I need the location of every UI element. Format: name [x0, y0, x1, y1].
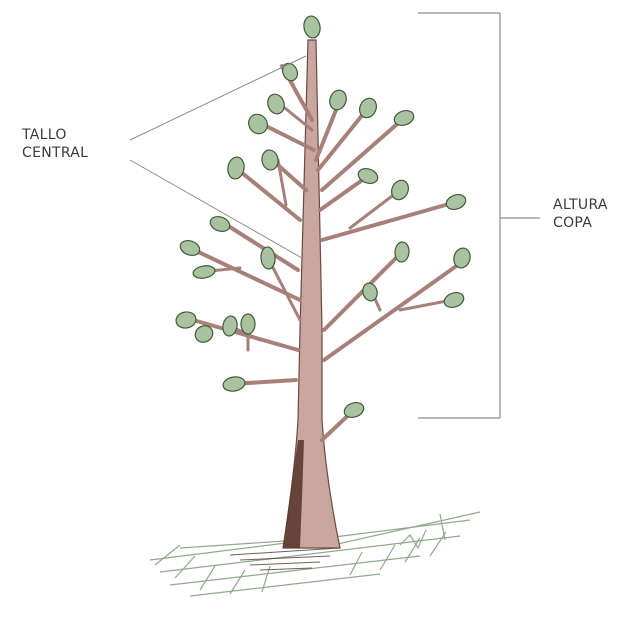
crown-height-label-line2: COPA	[553, 214, 608, 232]
crown-height-label-line1: ALTURA	[553, 196, 608, 214]
central-stem-label: TALLO CENTRAL	[22, 126, 88, 162]
crown-height-label: ALTURA COPA	[553, 196, 608, 232]
central-stem-label-line2: CENTRAL	[22, 144, 88, 162]
central-stem-label-line1: TALLO	[22, 126, 88, 144]
crown-height-bracket	[418, 13, 540, 418]
